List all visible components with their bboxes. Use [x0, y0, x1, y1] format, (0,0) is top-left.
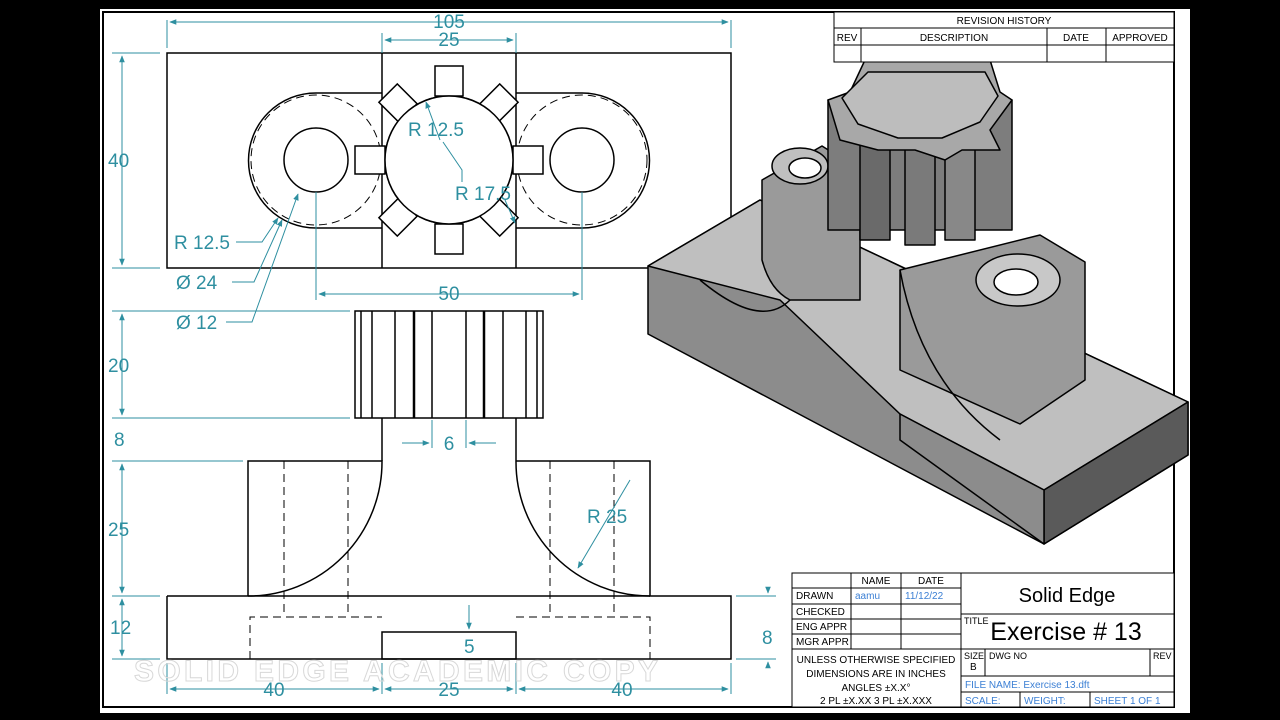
- revision-title: REVISION HISTORY: [957, 16, 1052, 27]
- tb-row-mgr-label: MGR APPR: [796, 637, 849, 648]
- tb-rev-label: REV: [1153, 651, 1172, 661]
- label-dia-24: Ø 24: [176, 273, 218, 294]
- revision-block: REVISION HISTORY REV DESCRIPTION DATE AP…: [833, 11, 1175, 63]
- rev-col-approved: APPROVED: [1112, 33, 1168, 44]
- tb-company: Solid Edge: [1019, 585, 1116, 607]
- rev-col-date: DATE: [1063, 33, 1089, 44]
- tb-col-date: DATE: [918, 576, 944, 587]
- tb-title-label: TITLE: [964, 616, 989, 626]
- rev-col-description: DESCRIPTION: [920, 33, 988, 44]
- label-gear-root-radius: R 12.5: [408, 120, 464, 141]
- label-lobe-radius: R 12.5: [174, 233, 230, 254]
- dim-front-center: 25: [438, 680, 459, 701]
- tb-row-drawn-label: DRAWN: [796, 591, 833, 602]
- top-view-dimensions: [112, 19, 732, 323]
- dim-base: 12: [110, 618, 131, 639]
- gear-side-view: [354, 310, 544, 461]
- label-gear-tip-radius: R 17.5: [455, 184, 511, 205]
- dim-hole-spacing: 50: [438, 284, 459, 305]
- front-view: [166, 460, 732, 660]
- front-view-dimensions: [112, 460, 776, 694]
- drawing-sheet: 105 25 40 R 12.5 R 17.5 R 12.5 Ø 24 Ø 12…: [100, 9, 1190, 713]
- gear-side-dimensions: [112, 310, 496, 448]
- dim-gear-height: 20: [108, 356, 129, 377]
- tb-weight-label: WEIGHT:: [1024, 696, 1066, 707]
- tb-scale-label: SCALE:: [965, 696, 1001, 707]
- tb-title: Exercise # 13: [990, 618, 1141, 646]
- tb-row-eng-label: ENG APPR: [796, 622, 847, 633]
- dim-upright: 25: [108, 520, 129, 541]
- dim-step: 8: [114, 430, 125, 451]
- watermark: SOLID EDGE ACADEMIC COPY: [134, 655, 658, 688]
- isometric-view: [647, 59, 1189, 545]
- tb-note-1: UNLESS OTHERWISE SPECIFIED: [797, 655, 956, 666]
- tb-dwgno-label: DWG NO: [989, 651, 1027, 661]
- drawing-canvas: 105 25 40 R 12.5 R 17.5 R 12.5 Ø 24 Ø 12…: [102, 11, 1189, 708]
- tb-file-name: FILE NAME: Exercise 13.dft: [965, 680, 1090, 691]
- tb-note-3: ANGLES ±X.X°: [842, 683, 911, 694]
- tb-size: B: [970, 662, 977, 673]
- dim-slot-depth: 5: [464, 637, 475, 658]
- dim-overall-width: 105: [433, 12, 465, 33]
- sheet-border: [102, 11, 1175, 708]
- tb-note-2: DIMENSIONS ARE IN INCHES: [806, 669, 946, 680]
- dim-front-left: 40: [263, 680, 284, 701]
- dim-tooth: 6: [444, 434, 455, 455]
- tb-row-drawn-date: 11/12/22: [905, 591, 944, 602]
- dim-base-right: 8: [762, 628, 773, 649]
- rev-col-rev: REV: [837, 33, 858, 44]
- tb-row-drawn-name: aamu: [855, 591, 880, 602]
- dim-top-height: 40: [108, 151, 129, 172]
- tb-col-name: NAME: [862, 576, 891, 587]
- tb-row-checked-label: CHECKED: [796, 607, 845, 618]
- dim-gear-width: 25: [438, 30, 459, 51]
- tb-size-label: SIZE: [964, 651, 984, 661]
- top-view: [166, 52, 732, 269]
- title-block: NAME DATE DRAWN aamu 11/12/22 CHECKED EN…: [791, 572, 1175, 708]
- label-dia-12: Ø 12: [176, 313, 217, 334]
- tb-sheet: SHEET 1 OF 1: [1094, 696, 1161, 707]
- label-front-radius: R 25: [587, 507, 627, 528]
- dim-front-right: 40: [611, 680, 632, 701]
- tb-note-4: 2 PL ±X.XX 3 PL ±X.XXX: [820, 696, 932, 707]
